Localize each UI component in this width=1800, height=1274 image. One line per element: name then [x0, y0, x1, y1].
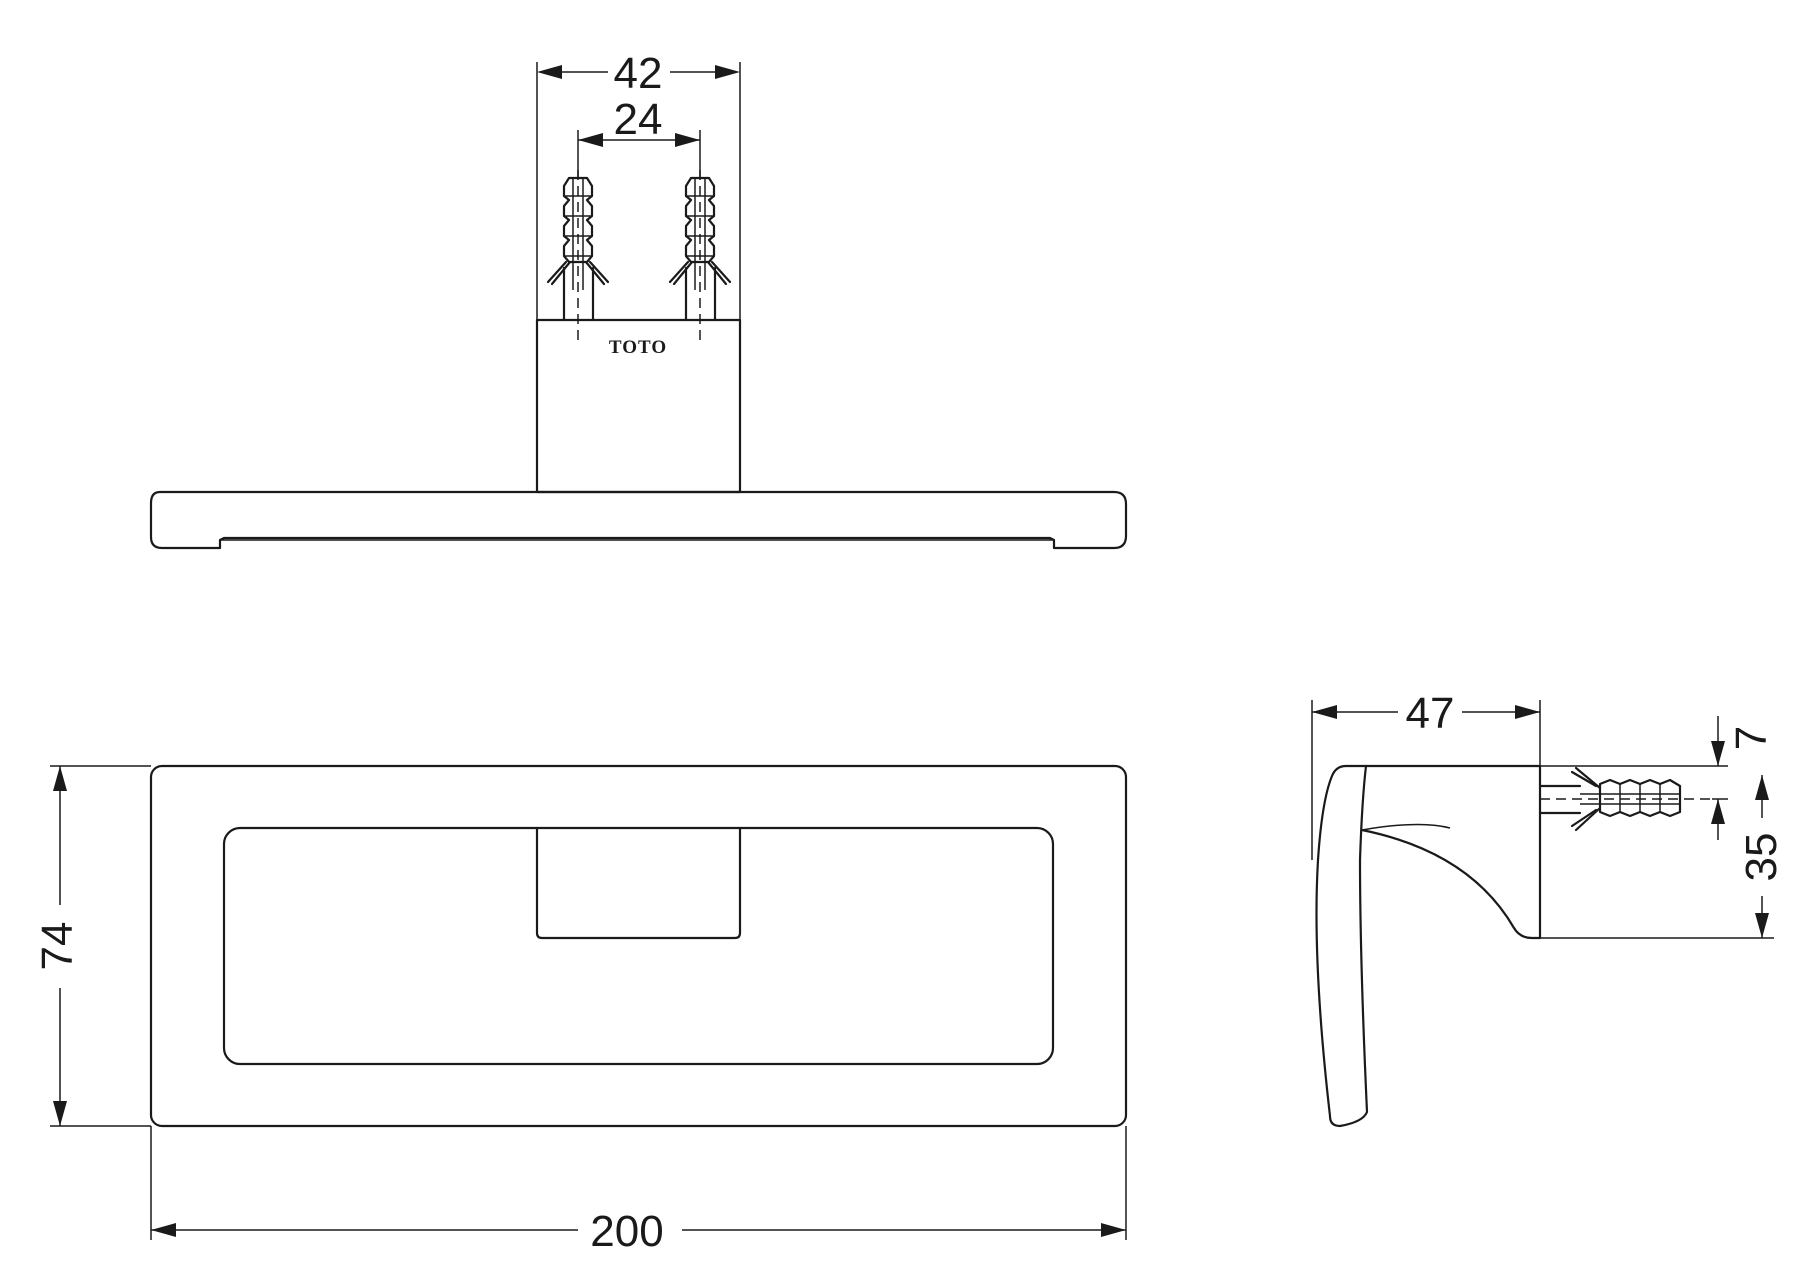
brand-logo: TOTO: [609, 337, 667, 358]
front-mount-block: [535, 826, 742, 940]
dim-depth: 47: [1311, 689, 1541, 860]
front-inner-opening: [222, 826, 1055, 1066]
dim-plate-offset: 7: [1540, 716, 1776, 840]
dim-mount-width: 42: [536, 49, 741, 320]
anchor-left: [546, 170, 610, 340]
dim-label-7: 7: [1727, 726, 1776, 750]
dim-label-74: 74: [33, 922, 82, 971]
dim-overall-width: 200: [150, 1126, 1127, 1256]
dim-label-42: 42: [614, 49, 663, 98]
dim-overall-height: 74: [33, 765, 151, 1127]
dim-plate-height: 35: [1540, 775, 1786, 939]
top-bar-body: [149, 490, 1128, 550]
side-view: 47 7 35: [1311, 689, 1786, 1128]
side-arm: [1360, 764, 1542, 940]
dim-label-35: 35: [1737, 833, 1786, 882]
dim-label-24: 24: [614, 95, 663, 144]
front-view: 74 200: [33, 764, 1128, 1256]
anchor-right: [668, 170, 732, 340]
anchor-side: [1538, 766, 1712, 832]
dim-anchor-spacing: 24: [577, 95, 701, 178]
top-view: TOTO 42 24: [149, 49, 1128, 550]
front-outer-frame: [149, 764, 1128, 1128]
dim-label-47: 47: [1406, 689, 1455, 738]
side-curved-bar: [1315, 764, 1369, 1128]
dim-label-200: 200: [590, 1207, 663, 1256]
